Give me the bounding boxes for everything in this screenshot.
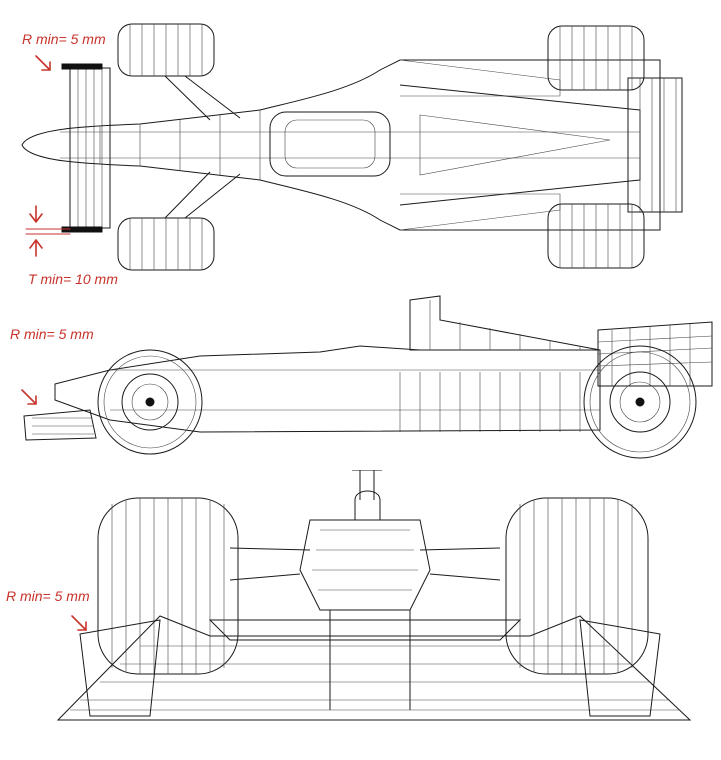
top-rmin-label: R min= 5 mm: [22, 31, 106, 47]
side-rmin-label: R min= 5 mm: [10, 326, 94, 342]
front-rmin-label: R min= 5 mm: [6, 588, 90, 604]
car-front-view: [56, 470, 692, 721]
front-right-wheel-front: [505, 497, 649, 675]
front-wheel-side: [97, 349, 203, 455]
front-right-wheel-top: [117, 217, 215, 271]
rear-wing-side: [597, 321, 713, 387]
car-top-view: [21, 23, 683, 271]
front-suspension-top: [164, 75, 241, 219]
front-wing-front: [56, 615, 692, 721]
front-view-arrow: [71, 615, 87, 631]
chassis-grid: [99, 110, 261, 180]
front-wing-top: [61, 63, 111, 233]
side-view-arrow: [21, 389, 37, 405]
front-wing-side: [23, 409, 97, 441]
top-tmin-label: T min= 10 mm: [28, 271, 118, 287]
top-view-arrows: [25, 55, 71, 257]
rear-left-wheel-top: [547, 25, 645, 91]
rear-right-wheel-top: [547, 203, 645, 269]
front-left-wheel-top: [117, 23, 215, 77]
airbox-front: [352, 470, 382, 521]
chassis-front: [208, 519, 522, 710]
rear-wheel-side: [583, 345, 697, 459]
car-side-view: [21, 295, 713, 459]
rear-wing-top: [627, 77, 683, 213]
chassis-side: [54, 295, 601, 433]
front-left-wheel-front: [97, 497, 239, 675]
chassis-top: [21, 59, 661, 231]
